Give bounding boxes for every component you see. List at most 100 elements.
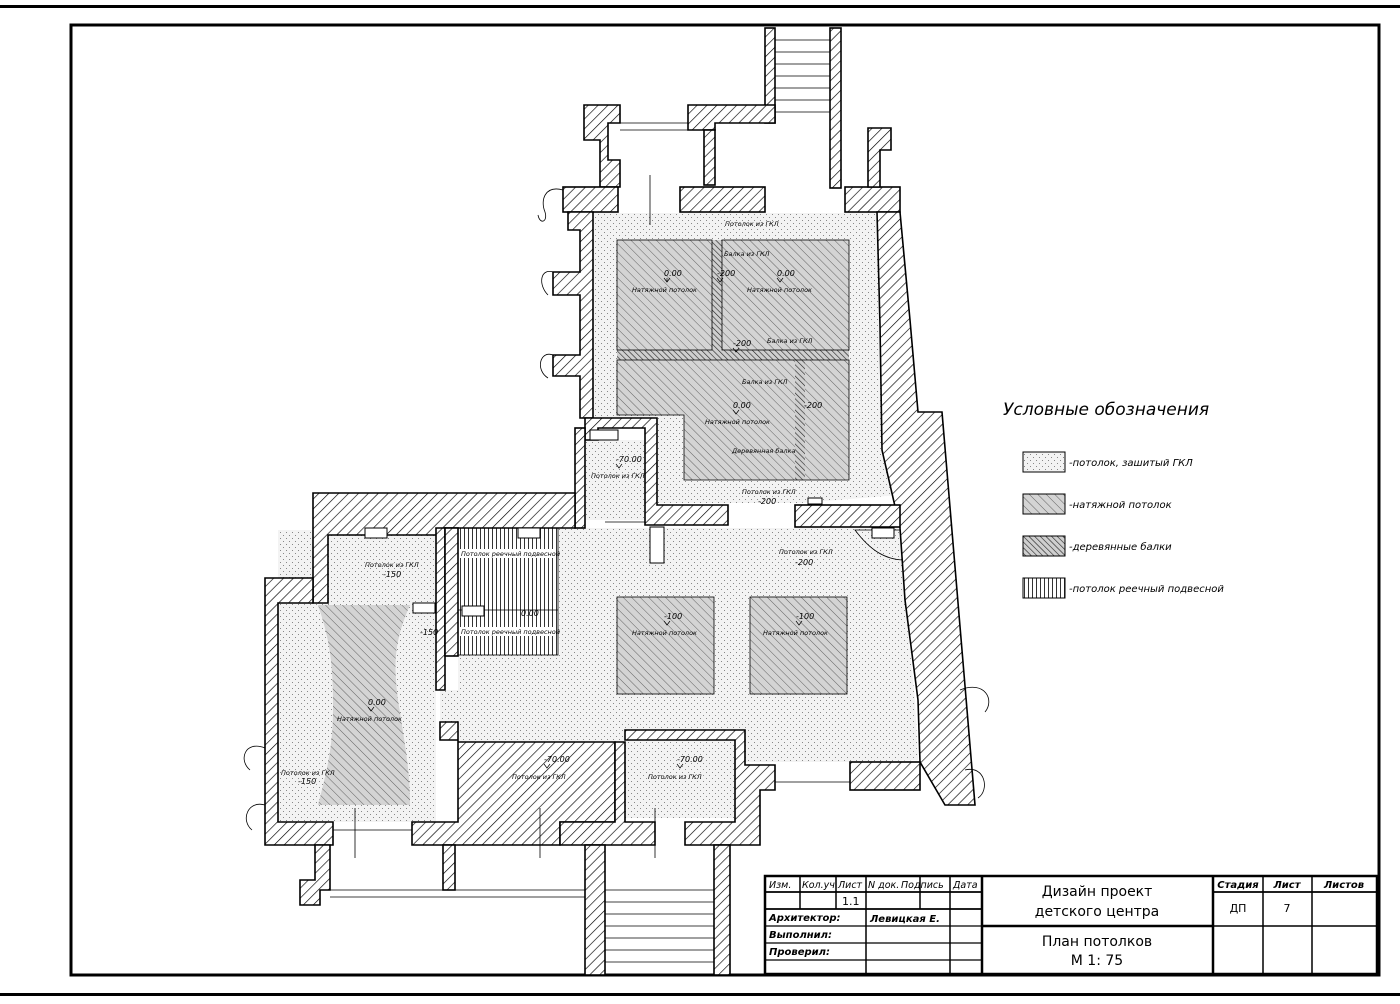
outline-hall-1 bbox=[616, 596, 715, 695]
fixture bbox=[461, 605, 485, 617]
stretch-ceiling-mid bbox=[617, 360, 849, 480]
tb-project-line2: детского центра bbox=[1035, 904, 1159, 920]
wall-corridor-left bbox=[574, 427, 586, 529]
tb-architect-name: Левицкая Е. bbox=[869, 914, 940, 925]
break-line bbox=[243, 745, 266, 771]
thin-lines bbox=[330, 122, 850, 898]
bottom-stair bbox=[605, 889, 714, 963]
wall-bottom-left-pier bbox=[299, 844, 331, 906]
fixture bbox=[517, 527, 541, 539]
tb-project-line1: Дизайн проект bbox=[1042, 884, 1153, 900]
bottom2-label: Потолок из ГКЛ bbox=[648, 773, 702, 781]
wall-top-room-left bbox=[552, 211, 594, 419]
wall-bottom-mid-pier bbox=[442, 844, 456, 891]
annotations: Потолок из ГКЛ Балка из ГКЛ -200 0.00 На… bbox=[281, 220, 833, 786]
fixtures bbox=[364, 429, 895, 617]
stretch-ceiling-top-right bbox=[722, 240, 849, 350]
level-marker bbox=[732, 409, 740, 415]
break-line bbox=[537, 188, 564, 222]
wall-top-right-segment bbox=[844, 186, 901, 213]
tb-drawing-line2: М 1: 75 bbox=[1071, 953, 1123, 969]
break-line bbox=[964, 769, 985, 799]
beam2-label: Балка из ГКЛ bbox=[767, 337, 813, 345]
wall-top-left-segment bbox=[562, 186, 619, 213]
outline-mid bbox=[616, 359, 850, 481]
stretch1-label: Натяжной потолок bbox=[632, 286, 697, 294]
stretch-ceiling-hall-1 bbox=[617, 597, 714, 694]
level-marker bbox=[732, 347, 740, 353]
stretch-ceiling-hall-2 bbox=[750, 597, 847, 694]
wall-bottom-right-block bbox=[849, 761, 921, 791]
level-marker bbox=[795, 620, 803, 626]
wood-label: Деревянная балка bbox=[731, 447, 795, 455]
level-marker bbox=[716, 277, 724, 283]
walls bbox=[264, 27, 976, 976]
hall-stretch2-label: Натяжной потолок bbox=[763, 629, 828, 637]
wall-left-partition bbox=[435, 527, 446, 691]
level-marker bbox=[615, 463, 623, 469]
level-markers bbox=[367, 277, 803, 769]
break-line bbox=[245, 803, 266, 831]
legend-title: Условные обозначения bbox=[1003, 400, 1209, 420]
hall-stretch1-label: Натяжной потолок bbox=[632, 629, 697, 637]
stretch-ceiling-top-left bbox=[617, 240, 712, 350]
wall-far-left bbox=[264, 577, 334, 846]
tb-role-checked: Проверил: bbox=[769, 947, 830, 958]
stretch1-level: 0.00 bbox=[664, 269, 682, 278]
bottom-room-2-gkl-area bbox=[625, 740, 735, 818]
level-marker bbox=[663, 277, 671, 283]
tb-role-architect: Архитектор: bbox=[768, 913, 841, 924]
top-bottom-gkl-level: -200 bbox=[758, 497, 776, 506]
level-marker bbox=[663, 620, 671, 626]
left-bottom-level: -150 bbox=[298, 777, 316, 786]
rack-label-bg-1 bbox=[460, 549, 554, 558]
title-block-grid bbox=[765, 876, 1377, 974]
top-bottom-gkl-label: Потолок из ГКЛ bbox=[742, 488, 796, 496]
wall-right-main bbox=[876, 211, 976, 806]
legend-swatch-rack bbox=[1022, 577, 1066, 599]
wall-rack-left bbox=[444, 527, 459, 657]
break-line bbox=[541, 271, 554, 296]
tb-sheet-header: Лист bbox=[1272, 880, 1301, 891]
wall-bottom-right bbox=[624, 729, 776, 846]
hall-gkl-label: Потолок из ГКЛ bbox=[779, 548, 833, 556]
left-gkl-label: Потолок из ГКЛ bbox=[365, 561, 419, 569]
rack-label-2: Потолок реечный подвесной bbox=[461, 628, 560, 636]
tb-role-done: Выполнил: bbox=[769, 930, 832, 941]
bottom2-level: -70.00 bbox=[677, 755, 703, 764]
bottom1-level: -70.00 bbox=[544, 755, 570, 764]
tb-sheets-header: Листов bbox=[1323, 880, 1364, 891]
rack-level-2: 0.00 bbox=[521, 609, 539, 618]
stretch2-label: Натяжной потолок bbox=[747, 286, 812, 294]
legend-label-beams: -деревянные балки bbox=[1069, 541, 1172, 553]
fixture bbox=[871, 527, 895, 539]
stretch-ceiling-left-oval bbox=[318, 605, 410, 805]
left-bottom-label: Потолок из ГКЛ bbox=[281, 769, 335, 777]
legend-label-rack: -потолок реечный подвесной bbox=[1069, 584, 1224, 595]
tb-header-data: Дата bbox=[952, 880, 978, 891]
top-stair bbox=[775, 39, 830, 113]
left-stretch-label: Натяжной потолок bbox=[337, 715, 402, 723]
sheet-outer-top-line bbox=[0, 5, 1400, 8]
corridor-gkl-area bbox=[585, 440, 647, 520]
left-side-level: -150 bbox=[420, 628, 438, 637]
tb-sheet-value: 7 bbox=[1284, 902, 1291, 915]
tb-header-list: Лист bbox=[837, 880, 863, 891]
level-marker bbox=[367, 706, 375, 712]
title-block: Изм. Кол.уч Лист N док. Подпись Дата 1.1… bbox=[763, 874, 1379, 976]
bottom1-label: Потолок из ГКЛ bbox=[512, 773, 566, 781]
legend-swatch-gkl bbox=[1022, 451, 1066, 473]
fixture bbox=[364, 527, 388, 539]
hall-stretch2-level: -100 bbox=[796, 612, 814, 621]
wall-top-right-pier bbox=[867, 127, 892, 188]
corridor-level: -70.00 bbox=[616, 455, 642, 464]
legend-swatch-stretch bbox=[1022, 493, 1066, 515]
hall-gkl-level: -200 bbox=[795, 558, 813, 567]
wood-beam-vertical-mid bbox=[795, 360, 805, 480]
break-line bbox=[540, 353, 554, 379]
hall-stretch1-level: -100 bbox=[664, 612, 682, 621]
outline-hall-2 bbox=[749, 596, 848, 695]
fixture bbox=[412, 602, 436, 614]
